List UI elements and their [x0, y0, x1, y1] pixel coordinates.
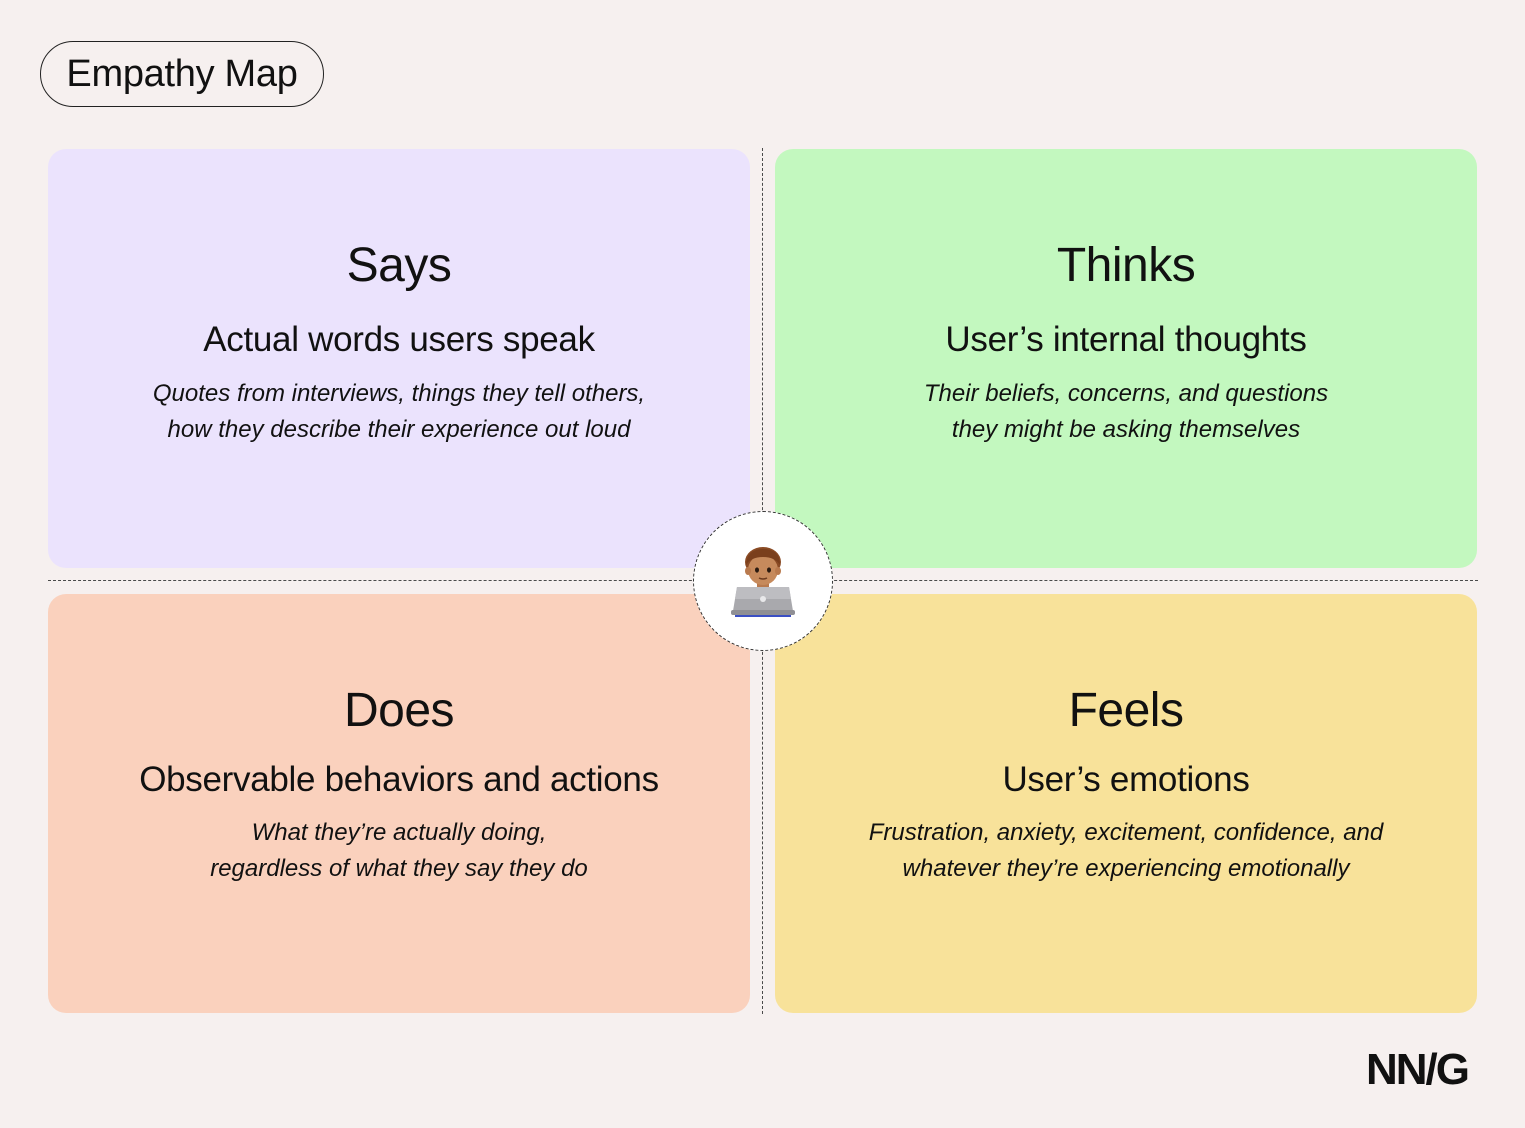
quadrant-title: Says [346, 239, 452, 292]
nng-logo: NN/G [1366, 1045, 1470, 1094]
quadrant-subtitle: Observable behaviors and actions [139, 760, 659, 799]
description-line: Frustration, anxiety, excitement, confid… [868, 819, 1384, 846]
page-title: Empathy Map [40, 41, 324, 107]
person-at-laptop-icon [731, 547, 795, 617]
description-line: Quotes from interviews, things they tell… [152, 380, 646, 407]
center-user-badge [693, 511, 833, 651]
description-line: how they describe their experience out l… [167, 416, 631, 443]
description-line: Their beliefs, concerns, and questions [923, 380, 1329, 407]
quadrant-subtitle: Actual words users speak [203, 320, 595, 359]
quadrant-description: Frustration, anxiety, excitement, confid… [775, 815, 1477, 887]
description-line: they might be asking themselves [951, 416, 1301, 443]
quadrant-description: What they’re actually doing, regardless … [48, 815, 750, 887]
quadrant-does: Does Observable behaviors and actions Wh… [48, 594, 750, 1013]
quadrant-subtitle: User’s internal thoughts [945, 320, 1307, 359]
quadrant-says: Says Actual words users speak Quotes fro… [48, 149, 750, 568]
quadrant-description: Quotes from interviews, things they tell… [48, 376, 750, 448]
quadrant-title: Feels [1068, 684, 1184, 737]
description-line: What they’re actually doing, [251, 819, 547, 846]
quadrant-thinks: Thinks User’s internal thoughts Their be… [775, 149, 1477, 568]
quadrant-subtitle: User’s emotions [1002, 760, 1250, 799]
quadrant-feels: Feels User’s emotions Frustration, anxie… [775, 594, 1477, 1013]
description-line: whatever they’re experiencing emotionall… [902, 855, 1350, 882]
description-line: regardless of what they say they do [210, 855, 588, 882]
quadrant-title: Thinks [1056, 239, 1196, 292]
quadrant-description: Their beliefs, concerns, and questions t… [775, 376, 1477, 448]
quadrant-title: Does [343, 684, 455, 737]
